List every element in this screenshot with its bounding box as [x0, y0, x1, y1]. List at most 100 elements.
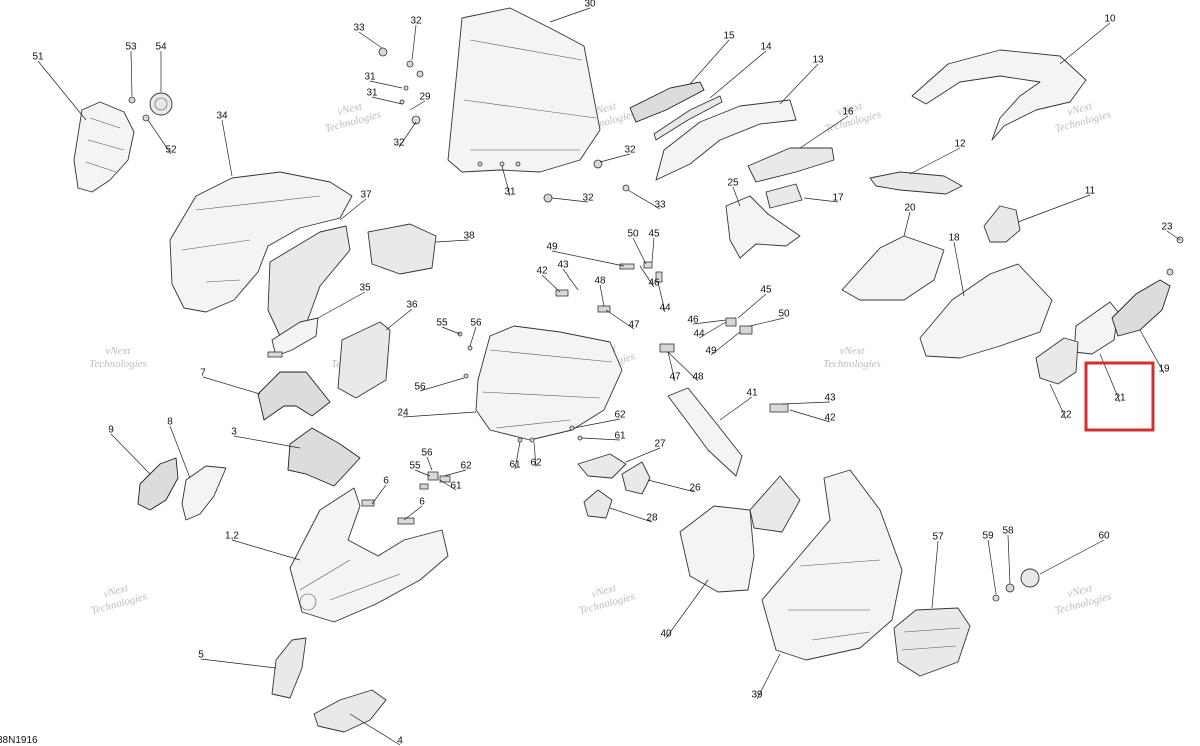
- leader-line-11: [1017, 194, 1091, 223]
- svg-text:vNext: vNext: [839, 345, 865, 357]
- leader-line-5: [200, 658, 277, 669]
- leader-line-50: [749, 317, 785, 327]
- part-38-foam-block: [367, 223, 437, 275]
- leader-line-56: [426, 456, 433, 471]
- callout-39: 39: [751, 690, 763, 701]
- leader-line-47: [667, 351, 676, 382]
- leader-line-46: [639, 265, 655, 288]
- leader-line-62: [533, 441, 537, 468]
- leader-line-42: [789, 409, 831, 423]
- leader-line-38: [435, 239, 470, 243]
- leader-line-3: [233, 435, 301, 449]
- leader-line-39: [756, 653, 781, 700]
- leader-line-61: [514, 441, 521, 470]
- part-10-rear-handle: [911, 49, 1087, 141]
- leader-line-31: [369, 80, 403, 89]
- leader-line-44: [657, 281, 666, 313]
- callout-61: 61: [509, 460, 521, 471]
- leader-line-57: [931, 540, 939, 609]
- leader-line-26: [647, 479, 696, 493]
- leader-line-25: [732, 186, 741, 207]
- callout-31: 31: [366, 88, 378, 99]
- callout-38: 38: [463, 231, 475, 242]
- callout-34: 34: [216, 111, 228, 122]
- part-18-side-panel: [919, 263, 1053, 359]
- svg-text:Technologies: Technologies: [89, 358, 147, 370]
- leader-line-32: [551, 197, 589, 203]
- callout-6: 6: [383, 476, 389, 487]
- callout-6: 6: [419, 497, 425, 508]
- callout-24: 24: [397, 408, 409, 419]
- callout-53: 53: [125, 42, 137, 53]
- part-5-lower-trim: [271, 637, 307, 699]
- leader-line-37: [339, 198, 367, 221]
- callout-33: 33: [654, 200, 666, 211]
- leader-line-16: [799, 115, 849, 149]
- callout-4: 4: [397, 736, 403, 746]
- leader-line-49: [551, 250, 625, 267]
- callout-5: 5: [198, 650, 204, 661]
- callout-31: 31: [504, 187, 516, 198]
- leader-line-61: [439, 479, 457, 491]
- callout-62: 62: [530, 458, 542, 469]
- leader-line-47: [605, 309, 635, 330]
- callout-23: 23: [1161, 222, 1173, 233]
- callout-57: 57: [932, 532, 944, 543]
- part-12-trim: [869, 171, 963, 195]
- callout-16: 16: [842, 107, 854, 118]
- leader-line-27: [625, 447, 661, 463]
- leader-line-29: [409, 100, 426, 111]
- callout-32: 32: [393, 138, 405, 149]
- callout-45: 45: [760, 285, 772, 296]
- part-21-panel: [1073, 301, 1119, 355]
- leader-line-33: [358, 31, 383, 49]
- leader-line-42: [541, 274, 561, 293]
- part-1-2-nose-cone: [289, 487, 449, 623]
- callout-32: 32: [624, 145, 636, 156]
- part-41-strip: [667, 387, 743, 477]
- leader-line-15: [689, 39, 730, 85]
- callout-40: 40: [660, 629, 672, 640]
- leader-line-13: [779, 63, 819, 105]
- callout-12: 12: [954, 139, 966, 150]
- part-58-bulb: [1005, 583, 1015, 593]
- leader-line-59: [987, 539, 997, 595]
- callout-48: 48: [594, 276, 606, 287]
- leader-line-32: [398, 121, 417, 148]
- callout-50: 50: [778, 309, 790, 320]
- callout-15: 15: [723, 31, 735, 42]
- callout-1-2: 1,2: [225, 531, 239, 542]
- callout-45: 45: [648, 229, 660, 240]
- leader-line-23: [1166, 230, 1181, 241]
- callout-18: 18: [948, 233, 960, 244]
- callout-43: 43: [824, 393, 836, 404]
- leader-line-49: [710, 331, 741, 356]
- callout-46: 46: [687, 315, 699, 326]
- part-34-side-panel: [169, 171, 353, 313]
- part-36-panel: [337, 321, 391, 399]
- callout-26: 26: [689, 483, 701, 494]
- callout-10: 10: [1104, 14, 1116, 25]
- callout-56: 56: [470, 318, 482, 329]
- part-26-bracket: [621, 461, 651, 495]
- callout-42: 42: [824, 413, 836, 424]
- callout-44: 44: [659, 303, 671, 314]
- svg-text:vNext: vNext: [105, 345, 131, 357]
- callout-32: 32: [582, 193, 594, 204]
- leader-line-7: [202, 376, 261, 395]
- callout-13: 13: [812, 55, 824, 66]
- callout-54: 54: [155, 42, 167, 53]
- leader-line-18: [953, 241, 965, 297]
- callout-21: 21: [1114, 393, 1126, 404]
- leader-line-58: [1007, 534, 1011, 585]
- leader-line-6: [371, 484, 387, 505]
- part-15-mesh-strip: [629, 81, 705, 123]
- part-9-side-vent: [137, 457, 179, 511]
- part-40-shield: [679, 505, 755, 593]
- leader-line-8: [169, 425, 191, 479]
- callout-56: 56: [421, 448, 433, 459]
- leader-line-4: [349, 713, 401, 746]
- callout-7: 7: [200, 368, 206, 379]
- leader-line-32: [599, 153, 631, 163]
